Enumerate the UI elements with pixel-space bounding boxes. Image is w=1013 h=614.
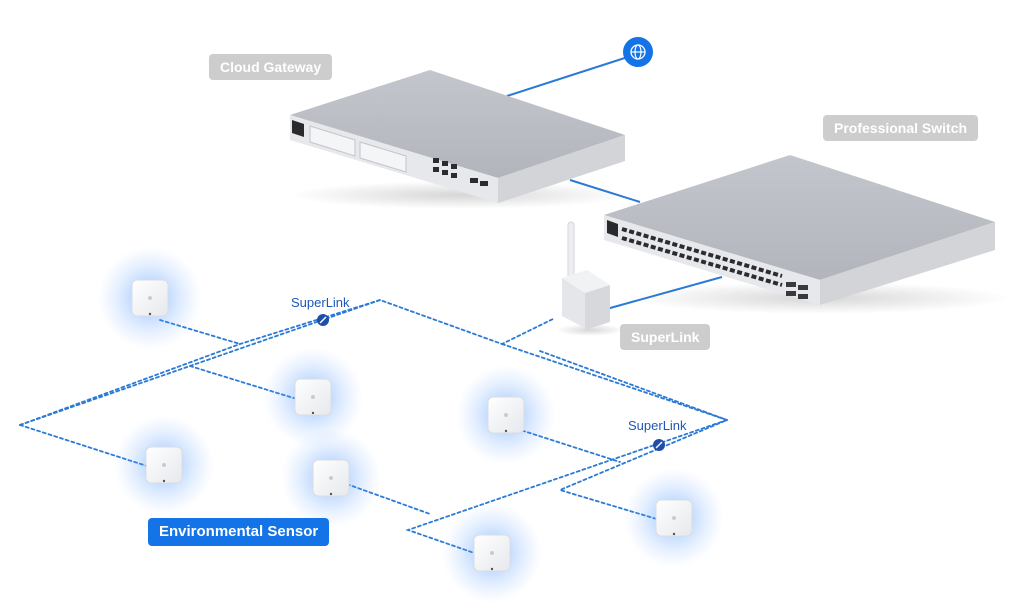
sensor[interactable] <box>456 365 556 465</box>
environmental-sensors <box>98 246 724 603</box>
sensor[interactable] <box>263 347 363 447</box>
link-node-icon <box>653 439 665 451</box>
environmental-sensor-label: Environmental Sensor <box>148 518 330 546</box>
cloud-gateway-label: Cloud Gateway <box>209 54 333 80</box>
power-port <box>607 220 618 237</box>
superlink-device-label: SuperLink <box>620 324 711 350</box>
superlink-link-label-left: SuperLink <box>291 295 350 310</box>
mesh-link <box>405 419 728 556</box>
sensor[interactable] <box>114 415 214 515</box>
professional-switch-label: Professional Switch <box>823 115 979 141</box>
antenna <box>567 221 575 283</box>
switch-port-rows <box>621 227 783 287</box>
cloud-gateway-device[interactable] <box>290 70 630 209</box>
link-node-icon <box>317 314 329 326</box>
sensor[interactable] <box>442 503 542 603</box>
mesh-link <box>501 343 730 521</box>
sensor[interactable] <box>281 428 381 528</box>
professional-switch-device[interactable] <box>604 155 1010 314</box>
sensor[interactable] <box>98 246 202 350</box>
power-port <box>292 120 304 137</box>
globe-icon[interactable] <box>623 37 653 67</box>
superlink-link-label-right: SuperLink <box>628 418 687 433</box>
superlink-device[interactable] <box>556 221 624 336</box>
sensor[interactable] <box>624 468 724 568</box>
ethernet-ports <box>433 158 488 186</box>
mesh-link <box>189 299 381 367</box>
internet-link <box>506 54 635 97</box>
mesh-link <box>539 350 728 421</box>
